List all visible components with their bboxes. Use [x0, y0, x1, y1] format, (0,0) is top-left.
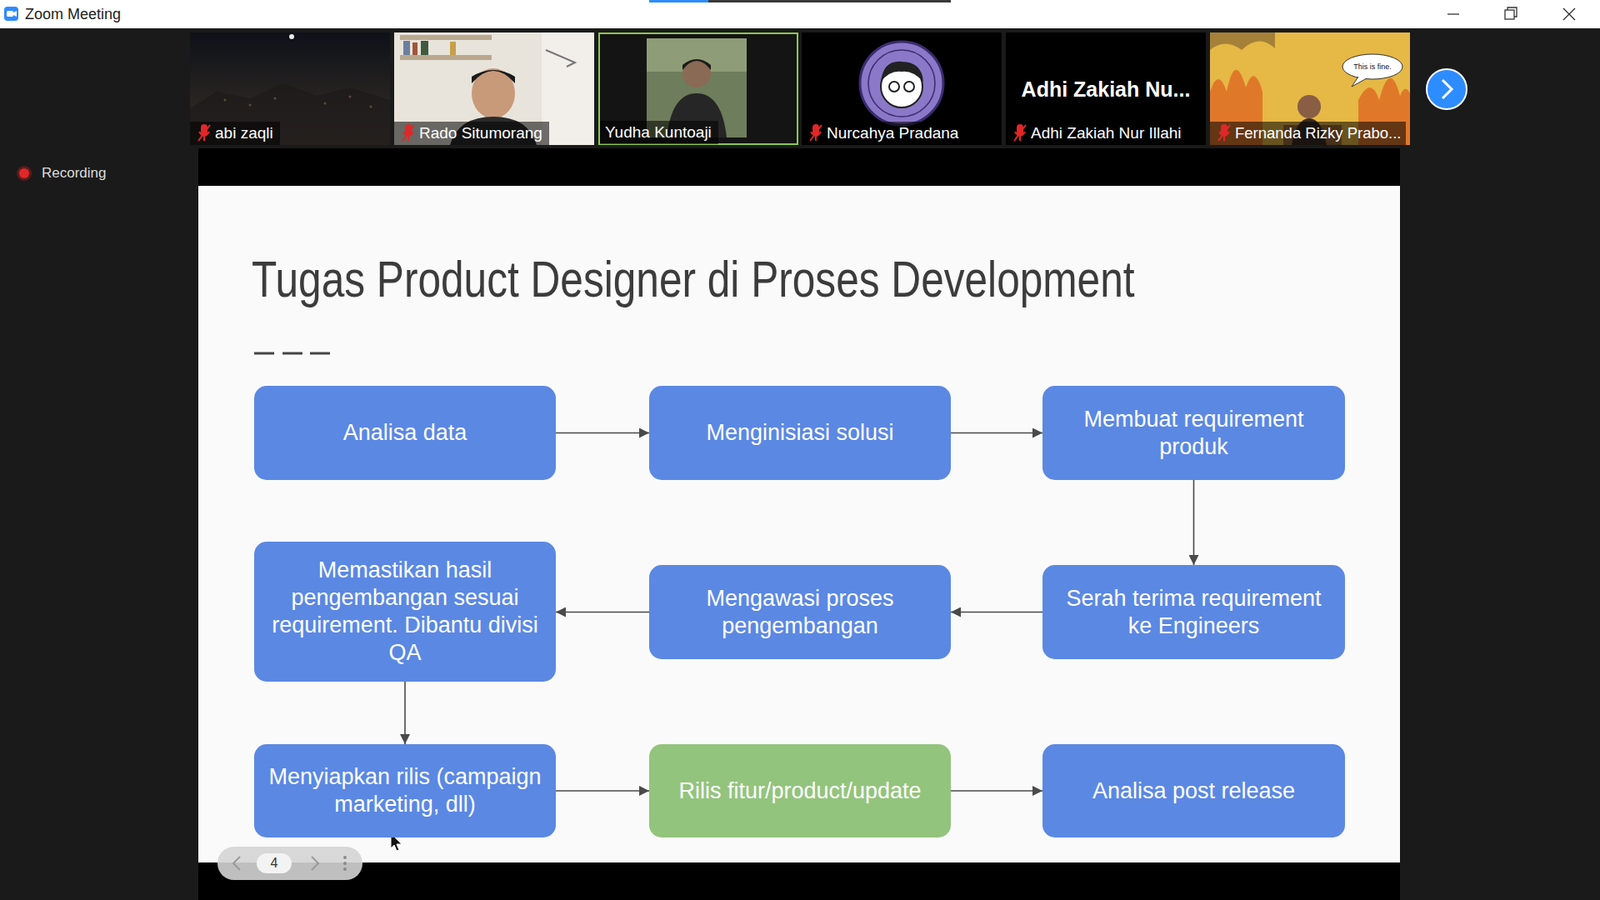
- flow-arrow: [404, 681, 406, 745]
- box-text: Membuat requirement produk: [1052, 405, 1335, 461]
- process-box: Serah terima requirement ke Engineers: [1042, 565, 1345, 660]
- slide-nav-menu: [343, 855, 347, 871]
- flow-arrow: [555, 611, 650, 614]
- participant-name: Yudha Kuntoaji: [600, 120, 719, 145]
- slide-nav-page: [256, 853, 292, 874]
- next-page-button: [1426, 69, 1467, 110]
- screen-share: [198, 148, 1400, 900]
- video-thumbnail: [801, 32, 1002, 145]
- box-text: Memastikan hasil pengembangan sesuai req…: [264, 556, 546, 667]
- flow-arrow: [950, 432, 1043, 435]
- process-box: Menyiapkan rilis (campaign marketing, dl…: [254, 744, 556, 838]
- video-thumbnail: [1210, 32, 1410, 145]
- share-bar: [649, 0, 951, 3]
- restore-button: [1505, 10, 1515, 20]
- participant-name: Adhi Zakiah Nur Illahi: [1005, 121, 1189, 145]
- window-title: Zoom Meeting: [25, 5, 121, 23]
- video-thumbnail: [394, 32, 595, 145]
- recording-dot-ring: [16, 165, 32, 181]
- share-bar-active: [649, 0, 709, 3]
- flow-arrow: [1193, 480, 1195, 565]
- slide: [198, 185, 1400, 863]
- zoom-icon-lens: [13, 10, 17, 17]
- slide-nav-next: [311, 856, 319, 870]
- participant-name: Rado Situmorang: [394, 121, 550, 145]
- title-dashes: [254, 352, 330, 355]
- muted-mic-icon: [198, 125, 1230, 141]
- flow-arrow: [555, 432, 650, 435]
- video-thumbnail: [190, 32, 390, 145]
- box-text: Analisa post release: [1092, 777, 1295, 805]
- close-button: [1563, 8, 1575, 20]
- process-box: Analisa post release: [1042, 744, 1345, 838]
- participant-placeholder: Adhi Zakiah Nu...: [1005, 76, 1206, 102]
- slide-nav-prev: [233, 856, 240, 870]
- flow-arrow: [950, 611, 1043, 614]
- participant-name: Fernanda Rizky Prabo...: [1210, 121, 1406, 145]
- box-text: Analisa data: [343, 419, 468, 447]
- process-box: Menginisiasi solusi: [649, 385, 951, 480]
- release-box: Rilis fitur/product/update: [649, 744, 951, 838]
- box-text: Menginisiasi solusi: [705, 419, 894, 447]
- participant-name: abi zaqli: [190, 121, 280, 145]
- title-bar: [0, 0, 1600, 29]
- box-text: Menyiapkan rilis (campaign marketing, dl…: [264, 763, 546, 819]
- minimize-button: [1447, 13, 1460, 15]
- process-box: Memastikan hasil pengembangan sesuai req…: [254, 541, 556, 682]
- flow-arrow: [950, 790, 1043, 792]
- process-box: Membuat requirement produk: [1042, 385, 1345, 480]
- process-box: Mengawasi proses pengembangan: [649, 565, 951, 660]
- speech-bubble-text: This is fine.: [1342, 60, 1403, 73]
- video-thumbnail: [598, 32, 799, 145]
- flow-arrow: [555, 790, 650, 792]
- zoom-icon-camera: [6, 10, 14, 17]
- page-number: 4: [257, 855, 291, 872]
- slide-nav: [217, 846, 363, 880]
- process-box: Analisa data: [254, 385, 556, 480]
- next-page-chevron: [1442, 80, 1452, 99]
- zoom-icon: [4, 6, 19, 21]
- box-text: Mengawasi proses pengembangan: [659, 585, 941, 640]
- restore-button: [1507, 7, 1517, 17]
- video-thumbnail: [1005, 32, 1206, 145]
- recording-status: Recording: [41, 165, 107, 182]
- recording-dot: [19, 168, 30, 179]
- participant-name: Nurcahya Pradana: [801, 121, 965, 145]
- box-text: Rilis fitur/product/update: [678, 777, 921, 805]
- box-text: Serah terima requirement ke Engineers: [1052, 585, 1335, 640]
- slide-title: Tugas Product Designer di Proses Develop…: [251, 253, 1135, 305]
